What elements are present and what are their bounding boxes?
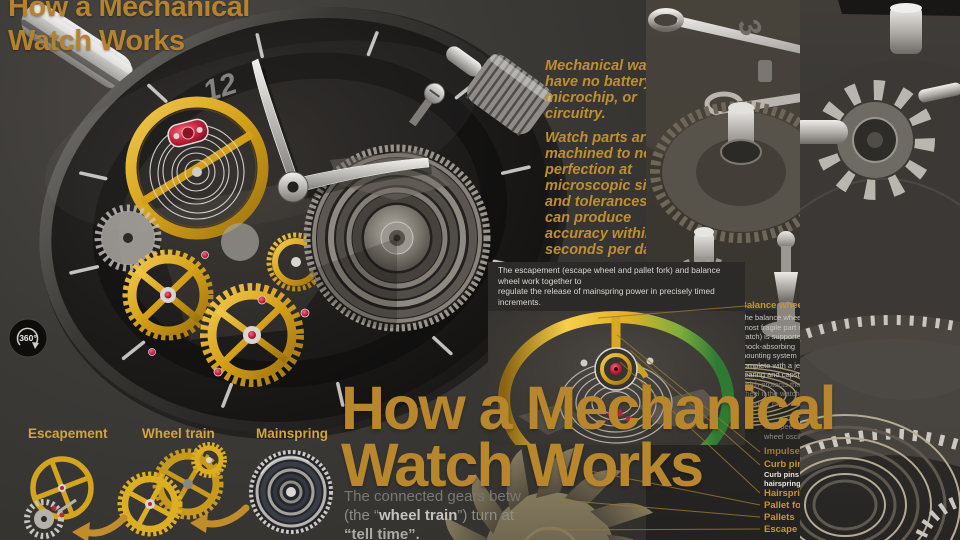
- badge-360-label: 360°: [19, 333, 37, 343]
- caption-line: The escapement (escape wheel and pallet …: [498, 265, 721, 286]
- annotation-line: wheel if the watch is: [740, 389, 808, 398]
- escapement-caption: The escapement (escape wheel and pallet …: [488, 262, 745, 311]
- intro-line: circuitry.: [545, 106, 606, 122]
- intro-line: can produce: [545, 210, 632, 226]
- watch-movement-illustration: 12 6: [20, 4, 568, 440]
- annotation-line: (most fragile part of a: [740, 322, 811, 332]
- leader-lines: [539, 304, 761, 531]
- subtitle-line: (the “wheel train”) turn at: [344, 507, 515, 525]
- power-flow-diagram: Escapement Wheel train Mainspring: [24, 426, 333, 540]
- annotation-line: mounting system: [740, 351, 797, 360]
- annotation-line: The balance wheel: [740, 313, 803, 322]
- escapement-diagram-label: Escapement: [28, 426, 108, 441]
- intro-line: machined to near: [545, 146, 666, 162]
- annotation-line: the speed of the b: [764, 422, 825, 431]
- intro-line: have no battery,: [545, 74, 656, 90]
- ratchet-wheel: [815, 80, 935, 200]
- subtitle-line: The connected gears betw: [344, 488, 521, 505]
- pallet-fork-label: Pallet fork: [764, 500, 810, 511]
- balance-staff: [762, 231, 800, 339]
- leader-lines-and-silhouette: [445, 304, 761, 540]
- impulse-jewel: [607, 408, 623, 421]
- balance-wheel-label: Balance wheel: [740, 300, 806, 311]
- annotation-line: dropped, etc.: [740, 398, 784, 408]
- subtitle-text: The connected gears betw (the “wheel tra…: [344, 487, 521, 540]
- large-gear: [650, 101, 800, 243]
- shock-jewel: [167, 118, 209, 148]
- mainspring-diagram-label: Mainspring: [256, 426, 328, 441]
- escape-wheel-silver: [94, 204, 162, 272]
- annotation-line: wheel oscillation.: [764, 431, 821, 441]
- badge-360-rotate[interactable]: 360°: [8, 318, 48, 358]
- wheel-train-icon: [117, 442, 227, 537]
- ruby-jewels: [148, 251, 310, 377]
- poster-title-line: Watch Works: [8, 24, 185, 57]
- balance-wheel: [125, 96, 269, 240]
- screw: [646, 357, 654, 365]
- screw: [580, 359, 588, 367]
- intro-text: Mechanical watches have no battery, micr…: [545, 58, 745, 258]
- curb-pins-label: Curb pins: [764, 459, 809, 470]
- parts-panel: [729, 0, 960, 540]
- pallet-jewel: [626, 416, 632, 422]
- pallets-label: Pallets: [764, 512, 795, 523]
- balance-closeup-inset: The escapement (escape wheel and pallet …: [488, 262, 745, 445]
- flow-arrow-left: [190, 504, 250, 533]
- intro-line: microscopic sizes: [545, 178, 670, 194]
- escapement-icon: [24, 456, 94, 539]
- annotation-line: complete with a jewel: [740, 360, 812, 370]
- poster-title: How a Mechanical Watch Works: [8, 0, 250, 58]
- annotation-line: bearing and capstone,: [740, 370, 815, 379]
- cylinder-post: [890, 3, 922, 54]
- intro-line: perfection at: [545, 162, 633, 178]
- pillar-posts: [758, 60, 772, 82]
- main-title-line: Watch Works: [341, 431, 704, 500]
- subtitle-line: “tell time”.: [344, 526, 420, 540]
- main-title: How a Mechanical Watch Works: [341, 374, 836, 500]
- annotation-line: shock-absorbing: [740, 341, 796, 351]
- rotate-arrowhead-icon: [32, 342, 39, 349]
- closeup-hub: [594, 347, 638, 391]
- annotation-line: watch) is supported by a: [740, 332, 822, 341]
- intro-line: seconds per day.: [545, 242, 663, 258]
- poster-title-line: How a Mechanical: [8, 0, 250, 23]
- annotation-line: which protects the: [740, 379, 801, 389]
- flow-arrow-right: [72, 514, 128, 540]
- caption-line: regulate the release of mainspring power…: [498, 286, 715, 307]
- rotate-arrow-icon: [16, 327, 39, 346]
- main-title-line: How a Mechanical: [341, 374, 836, 442]
- gold-gear-train: [122, 223, 326, 387]
- metal-rod: [20, 4, 134, 89]
- impulse-pin-label: Impulse pin: [764, 446, 817, 457]
- winding-pin: [918, 82, 960, 103]
- intro-line: microchip, or: [545, 90, 637, 106]
- parts-illustration: [729, 0, 960, 540]
- wheel-train-diagram-label: Wheel train: [142, 426, 215, 441]
- intro-line: accuracy within: [545, 226, 654, 242]
- intro-line: Watch parts are: [545, 130, 654, 146]
- curb-pins-note-line: hairspring in place: [764, 479, 831, 488]
- exploded-view-illustration: 3: [646, 0, 800, 427]
- arbor-axle: [790, 120, 848, 144]
- balance-closeup-illustration: [488, 311, 745, 445]
- pallet-bridge: [518, 403, 583, 435]
- mainspring-icon: [249, 450, 333, 534]
- regulator-fragment: the speed of the b wheel oscillation.: [764, 422, 824, 441]
- hour-hand: [297, 157, 430, 193]
- escape-wheel-silhouette: [445, 448, 663, 540]
- watch-hands: [251, 58, 432, 203]
- watch-panel: 12 6: [0, 0, 684, 540]
- curb-pins-note-line: Curb pins hold the: [764, 470, 831, 479]
- escape-wheel-label: Escape wheel: [764, 524, 827, 535]
- minute-hand: [251, 58, 300, 187]
- hairspring-label: Hairspring: [764, 488, 812, 499]
- balance-wheel-annotation: Balance wheel The balance wheel (most fr…: [740, 300, 821, 408]
- crown: [408, 46, 553, 136]
- intro-line: and tolerances and: [545, 194, 678, 210]
- wheel-train-term: wheel train: [379, 507, 458, 525]
